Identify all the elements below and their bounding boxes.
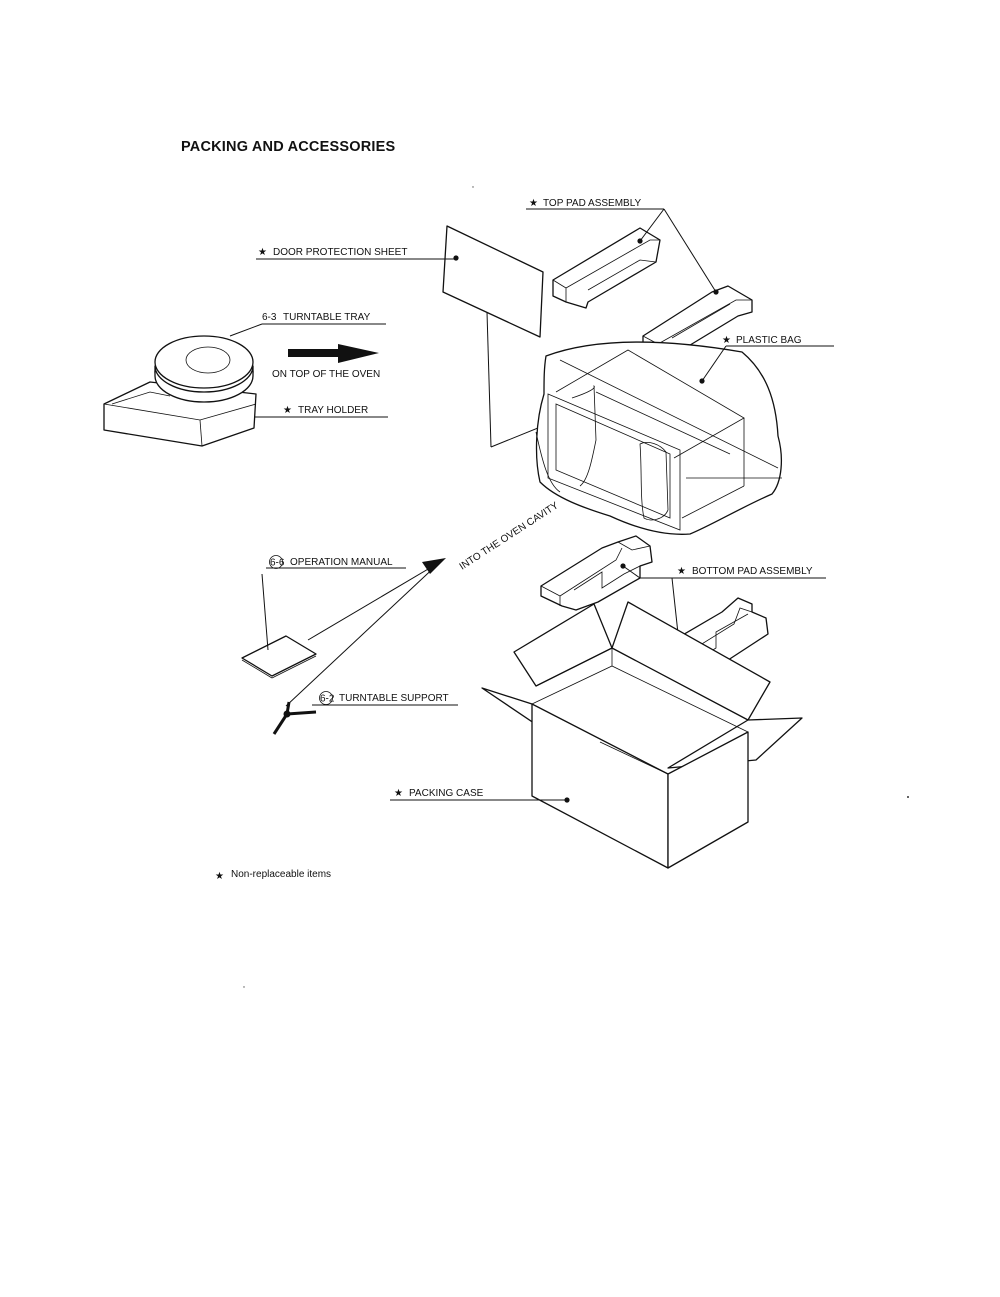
on-top-label-text: ON TOP OF THE OVEN — [272, 369, 380, 380]
oven-in-plastic-bag — [535, 341, 783, 535]
turntable-support-label: 6-2 TURNTABLE SUPPORT — [312, 691, 458, 706]
turntable-support — [272, 701, 317, 735]
packing-case — [481, 601, 803, 869]
packing-case-label-text: PACKING CASE — [409, 788, 484, 799]
star-icon: ★ — [283, 405, 292, 416]
star-icon: ★ — [215, 871, 224, 882]
legend: ★ Non-replaceable items — [215, 869, 331, 882]
into-cavity-arrow: INTO THE OVEN CAVITY — [285, 500, 561, 707]
turntable-support-label-text: TURNTABLE SUPPORT — [339, 693, 449, 704]
star-icon: ★ — [677, 566, 686, 577]
into-cavity-label-text: INTO THE OVEN CAVITY — [458, 500, 561, 572]
operation-manual-label-text: OPERATION MANUAL — [290, 557, 393, 568]
operation-manual-code: 6-6 — [270, 558, 285, 569]
plastic-bag-label-text: PLASTIC BAG — [736, 335, 802, 346]
page-title: PACKING AND ACCESSORIES — [181, 139, 396, 155]
tray-holder-label: ★ TRAY HOLDER — [255, 405, 388, 418]
top-pad-label: ★ TOP PAD ASSEMBLY — [526, 198, 717, 293]
door-sheet-label-text: DOOR PROTECTION SHEET — [273, 247, 407, 258]
turntable-tray-label-text: TURNTABLE TRAY — [283, 312, 371, 323]
star-icon: ★ — [258, 247, 267, 258]
turntable-tray — [103, 335, 257, 447]
bottom-pad-left — [540, 535, 653, 611]
packing-case-label: ★ PACKING CASE — [390, 788, 567, 801]
tray-holder-label-text: TRAY HOLDER — [298, 405, 368, 416]
turntable-tray-code: 6-3 — [262, 312, 277, 323]
top-pad-left — [552, 227, 661, 309]
star-icon: ★ — [529, 198, 538, 209]
star-icon: ★ — [394, 788, 403, 799]
on-top-arrow: ON TOP OF THE OVEN — [272, 344, 380, 380]
star-icon: ★ — [722, 335, 731, 346]
top-pad-label-text: TOP PAD ASSEMBLY — [543, 198, 642, 209]
door-protection-sheet — [442, 225, 571, 448]
bottom-pad-label-text: BOTTOM PAD ASSEMBLY — [692, 566, 813, 577]
door-sheet-label: ★ DOOR PROTECTION SHEET — [256, 247, 456, 260]
turntable-support-code: 6-2 — [320, 694, 335, 705]
legend-text: Non-replaceable items — [231, 869, 331, 880]
turntable-tray-label: 6-3 TURNTABLE TRAY — [229, 312, 386, 337]
plastic-bag-label: ★ PLASTIC BAG — [701, 335, 834, 382]
operation-manual — [241, 635, 317, 679]
operation-manual-label: 6-6 OPERATION MANUAL — [261, 555, 406, 651]
